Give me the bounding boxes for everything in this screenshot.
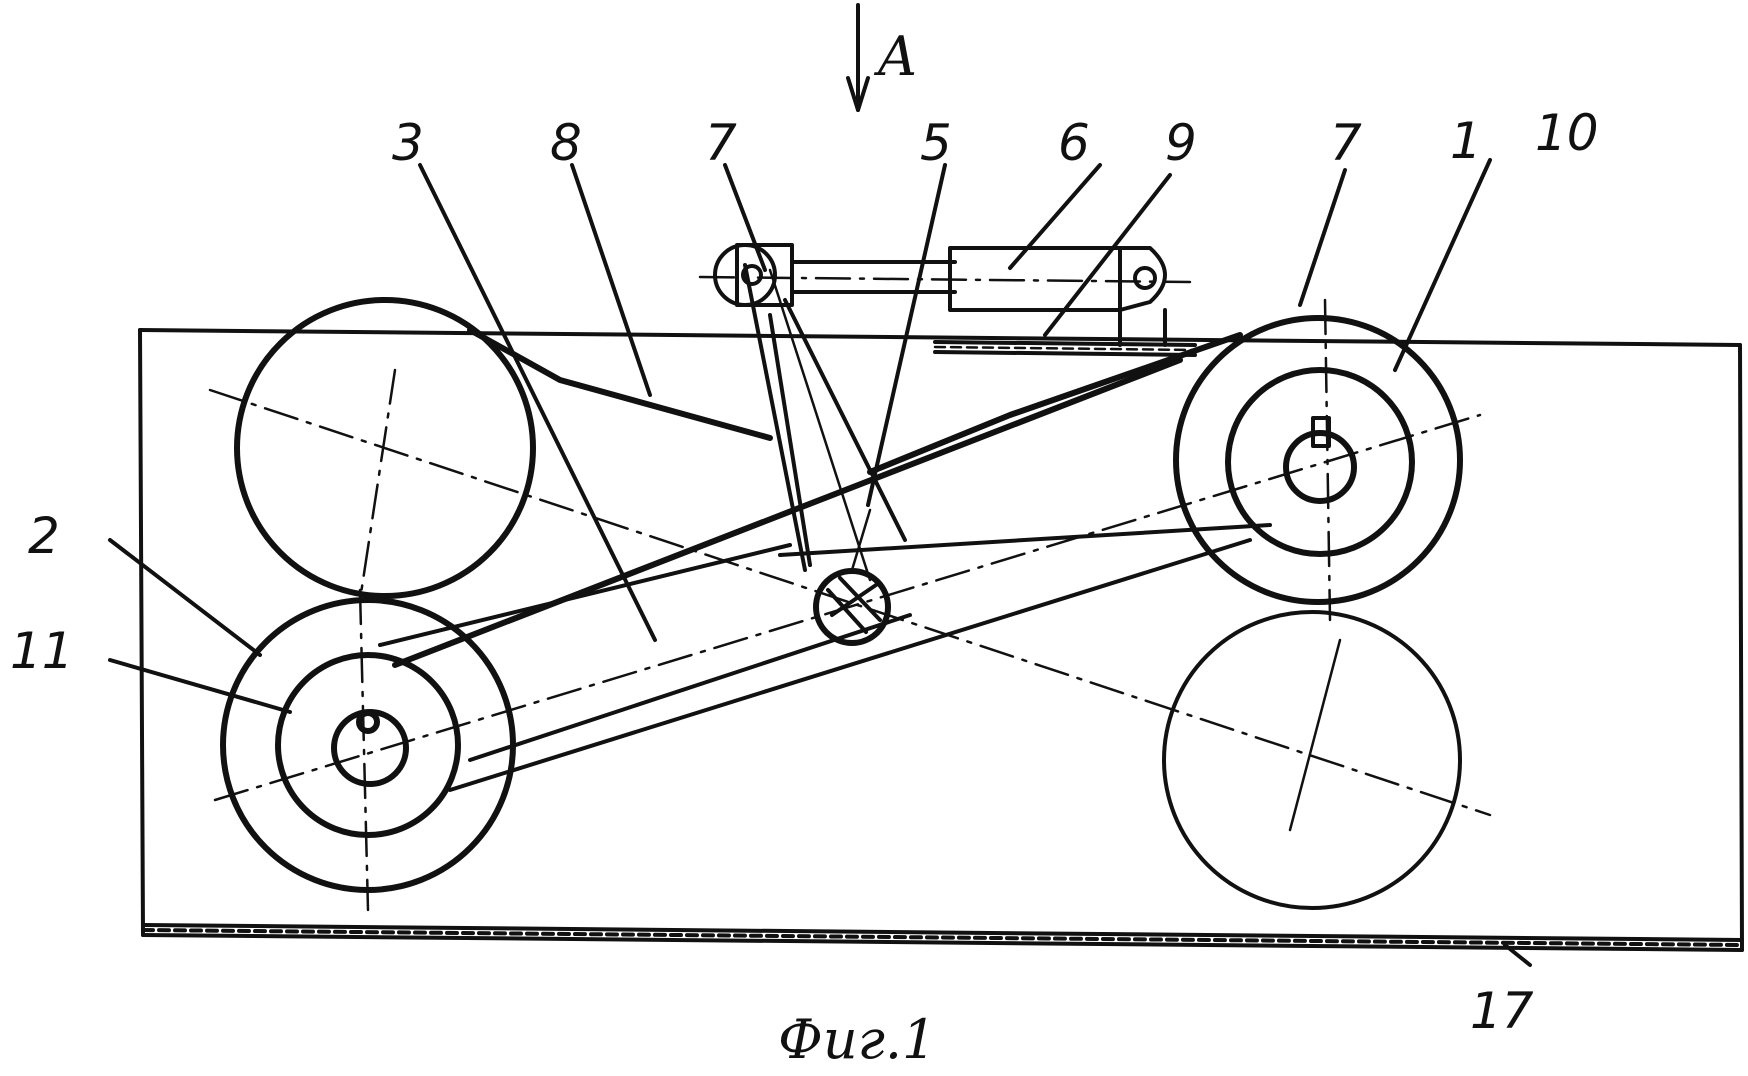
leader-lines [110,160,1530,965]
label-5: 5 [920,114,952,172]
label-3: 3 [392,114,424,172]
label-10: 10 [1535,104,1599,162]
label-view-a: A [873,25,917,88]
roller-bottom-right [1164,612,1460,908]
link-8 [470,330,1240,472]
base-plate-17 [143,925,1742,950]
label-11: 11 [10,622,74,680]
wheel-1 [1176,300,1460,620]
pivot-pin-5 [816,510,888,643]
mount-plate-9 [935,342,1195,355]
pivot-lever [745,265,905,580]
label-7-right: 7 [1330,114,1362,172]
label-1: 1 [1450,112,1482,170]
figure-caption: Фиг.1 [778,1008,936,1071]
roller-top-left [237,300,533,600]
label-9: 9 [1165,114,1197,172]
view-arrow-a [848,5,868,110]
label-8: 8 [550,114,582,172]
housing-frame [140,330,1742,950]
label-7-left: 7 [705,114,737,172]
label-6: 6 [1058,114,1090,172]
label-17: 17 [1470,982,1534,1040]
label-2: 2 [28,507,60,565]
